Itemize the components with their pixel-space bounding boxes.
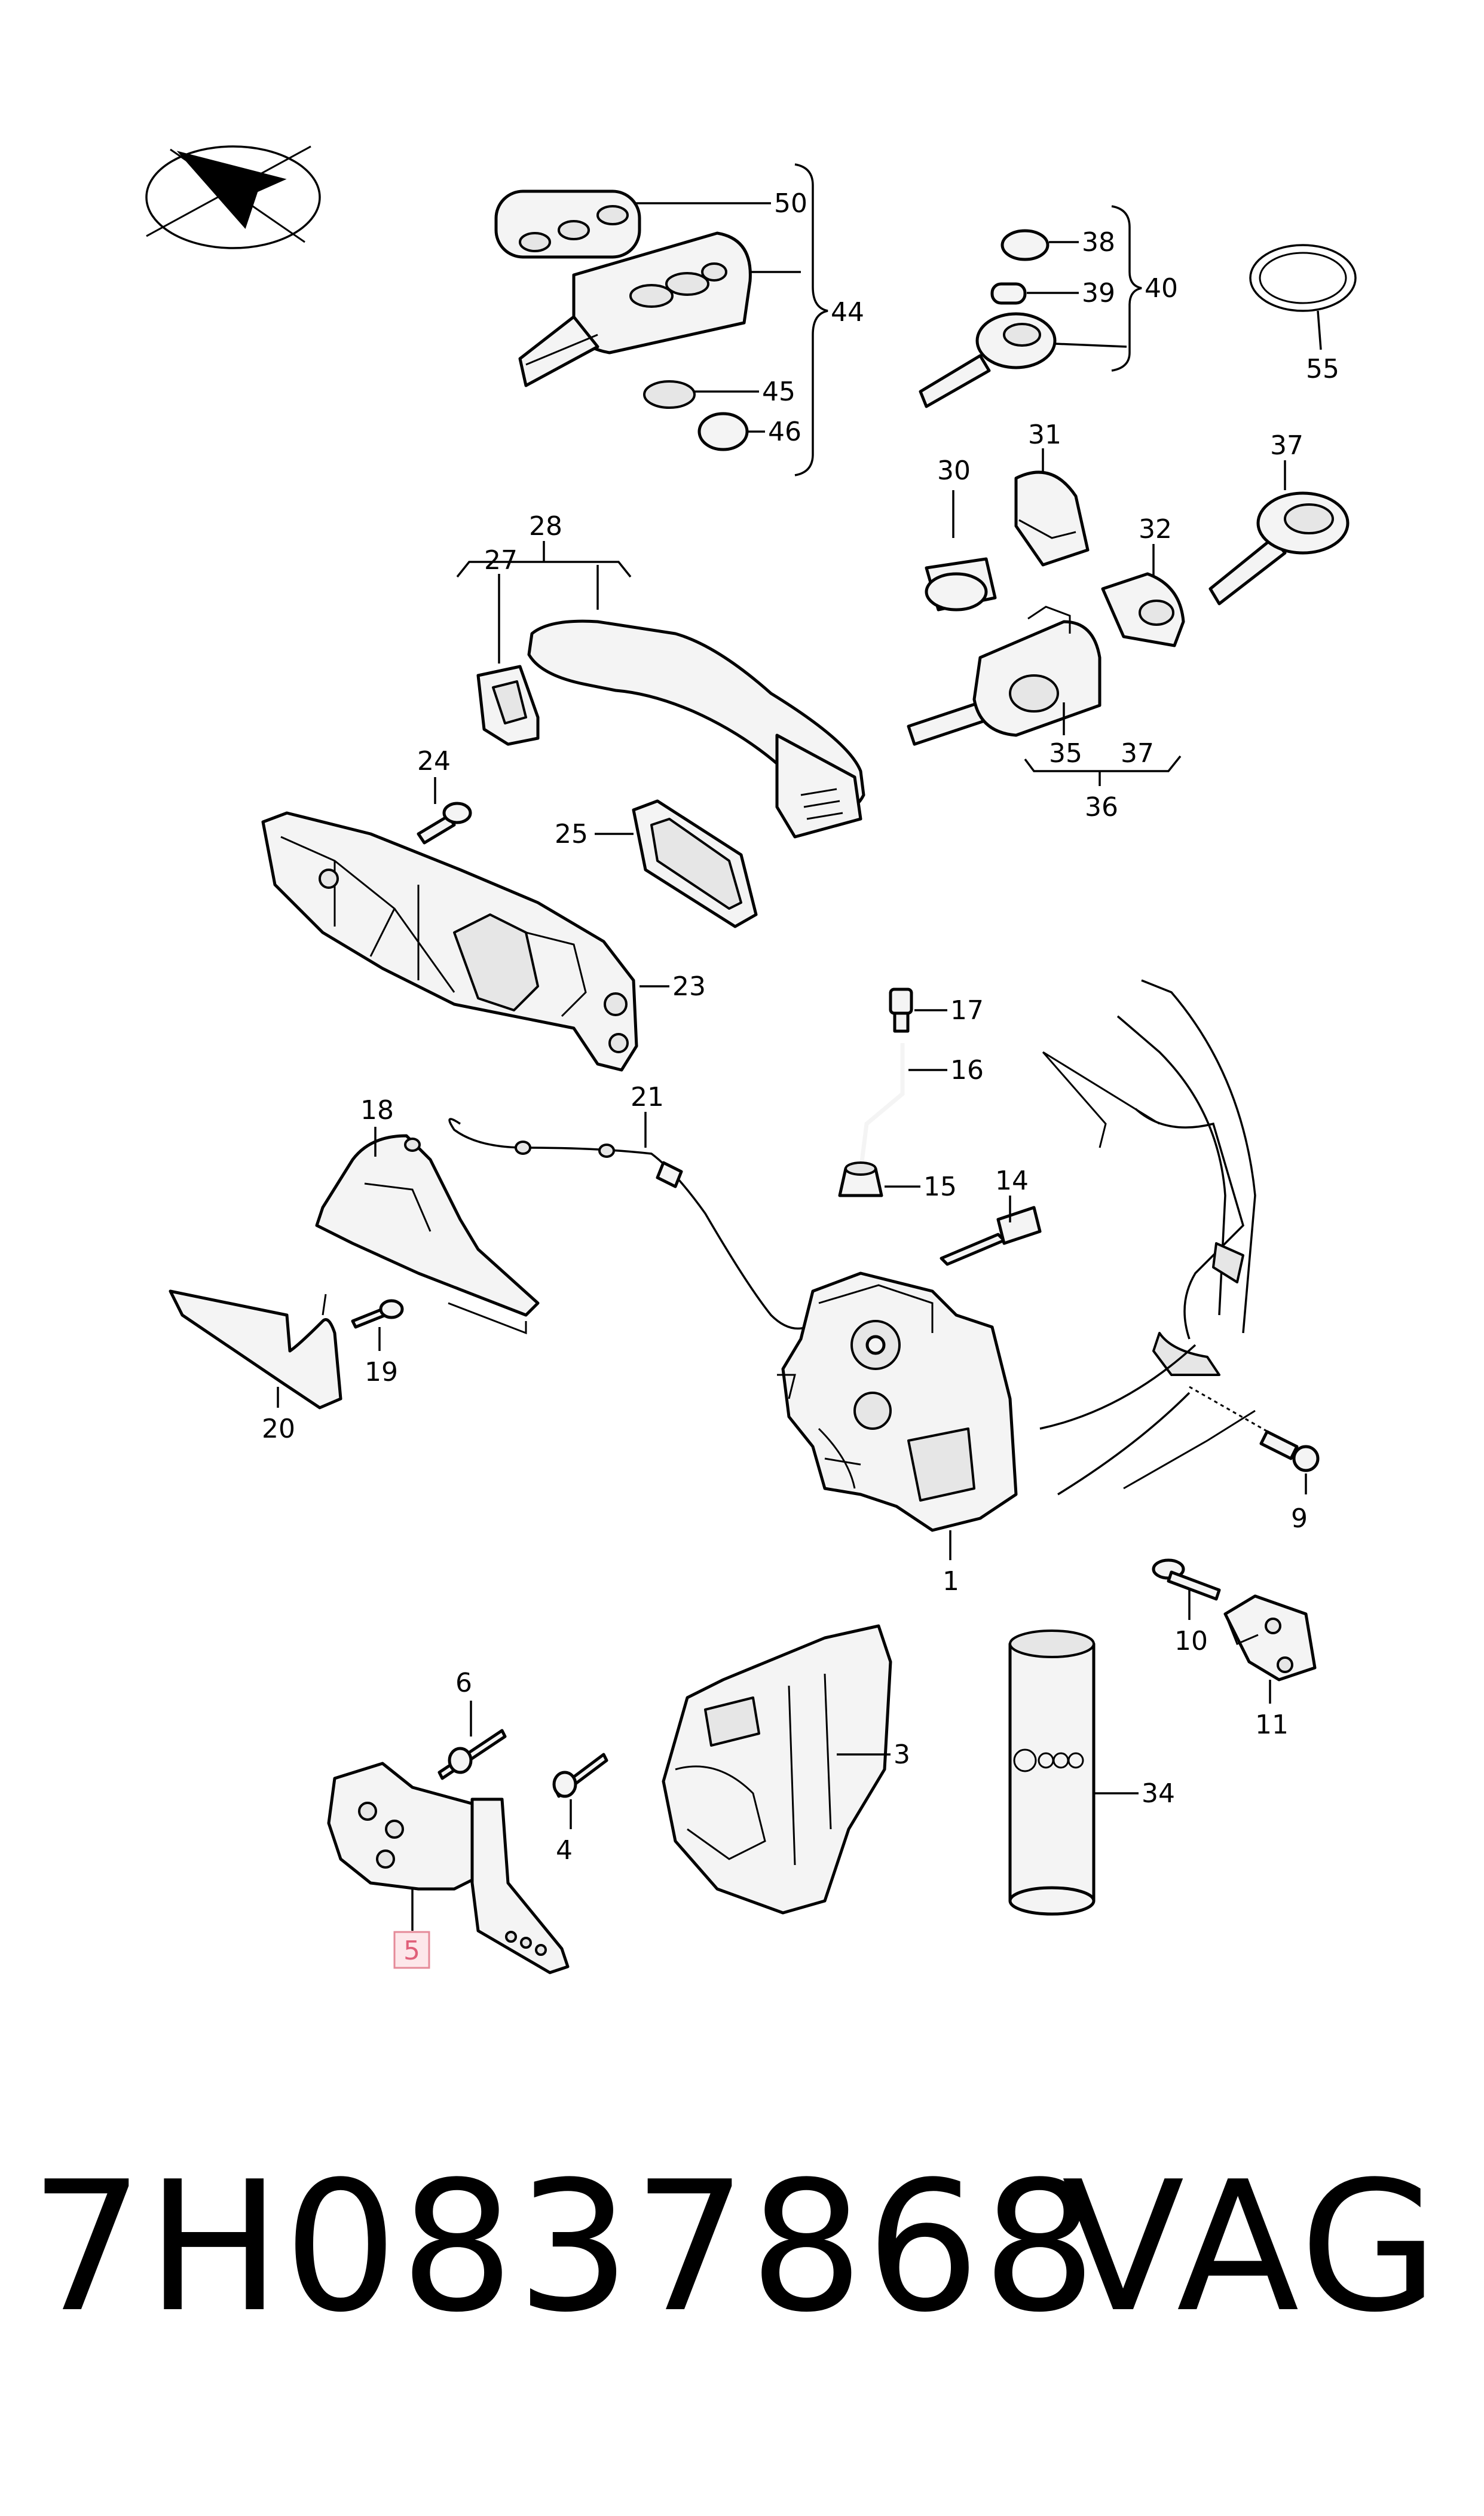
part-number: 7H0837868: [30, 2143, 1099, 2352]
remote-key-fob: [494, 189, 752, 387]
callout-18: 18: [360, 1095, 394, 1126]
callout-5-highlighted: 5: [403, 1936, 420, 1966]
callout-38: 38: [1082, 227, 1115, 258]
footer: 7H0837868 VAG: [0, 2128, 1484, 2367]
callout-30: 30: [937, 455, 971, 486]
grommet-15: [838, 1161, 883, 1197]
highlight-box: [393, 1931, 430, 1969]
callout-32: 32: [1139, 514, 1172, 545]
lock-cap-30: [925, 557, 997, 612]
lever-5: [327, 1762, 570, 1974]
callout-16: 16: [950, 1055, 984, 1086]
pin-4: [552, 1753, 608, 1798]
screw-9: [1259, 1430, 1320, 1472]
callout-37a: 37: [1270, 430, 1304, 461]
bolt-17: [889, 988, 913, 1033]
callout-28: 28: [529, 511, 562, 542]
outer-door-handle: [527, 619, 865, 839]
interior-bracket-18: [315, 1134, 540, 1335]
battery-cell: [697, 412, 749, 451]
callout-14: 14: [995, 1166, 1029, 1196]
callout-45: 45: [762, 377, 795, 407]
callout-23: 23: [672, 971, 706, 1002]
callout-34: 34: [1142, 1778, 1175, 1809]
key-blade: [919, 312, 1057, 408]
rod-16: [859, 1043, 904, 1172]
key-37: [1208, 491, 1350, 606]
lock-cover-3: [662, 1624, 892, 1915]
callout-36: 36: [1085, 792, 1118, 823]
callout-35: 35: [1049, 738, 1082, 769]
screw-24: [417, 802, 472, 845]
callout-39: 39: [1082, 278, 1115, 308]
callout-44: 44: [831, 297, 864, 328]
pin-6: [437, 1729, 507, 1780]
seal-27: [476, 665, 540, 746]
grease-can-34: [1008, 1630, 1096, 1916]
callout-11: 11: [1255, 1710, 1289, 1740]
orientation-arrow-icon: [145, 145, 321, 249]
callout-20: 20: [262, 1414, 295, 1444]
lock-cylinder-35: [907, 606, 1101, 746]
brand-name: VAG: [1061, 2143, 1442, 2352]
callout-6: 6: [455, 1668, 472, 1698]
callout-4: 4: [556, 1835, 573, 1866]
callout-19: 19: [365, 1357, 398, 1387]
lock-cover-31: [1014, 470, 1090, 567]
bolt-10: [1152, 1558, 1221, 1601]
clip-14: [940, 1206, 1042, 1266]
callout-1: 1: [943, 1566, 959, 1597]
exploded-parts-diagram: 50 44 45 46 38 39 40 55 30 31 37 3: [145, 145, 1357, 1974]
callout-10: 10: [1174, 1626, 1208, 1656]
screw-19: [351, 1299, 404, 1329]
callout-3: 3: [894, 1740, 910, 1770]
trim-strip-20: [169, 1289, 342, 1410]
callout-9: 9: [1291, 1503, 1308, 1534]
pin-39: [990, 282, 1027, 305]
callout-24: 24: [417, 746, 451, 776]
callout-40: 40: [1145, 273, 1178, 304]
callout-31: 31: [1028, 420, 1061, 450]
callout-46: 46: [768, 417, 801, 447]
callout-55: 55: [1306, 354, 1339, 384]
lock-ring-32: [1101, 572, 1185, 647]
door-frame: [1039, 979, 1256, 1496]
callout-17: 17: [950, 995, 984, 1026]
battery-38: [1000, 229, 1049, 261]
handle-carrier-23: [261, 811, 638, 1072]
cable-21: [448, 1118, 807, 1330]
callout-37b: 37: [1121, 738, 1154, 769]
callout-21: 21: [631, 1082, 664, 1112]
callout-50: 50: [774, 188, 807, 219]
gasket-25: [632, 799, 758, 928]
callout-25: 25: [555, 819, 588, 849]
logo-badge: [643, 380, 696, 409]
door-lock-1: [777, 1271, 1018, 1532]
callout-27: 27: [484, 545, 518, 576]
callout-15: 15: [923, 1172, 957, 1202]
o-ring-55: [1249, 244, 1357, 312]
striker-11: [1223, 1594, 1317, 1682]
